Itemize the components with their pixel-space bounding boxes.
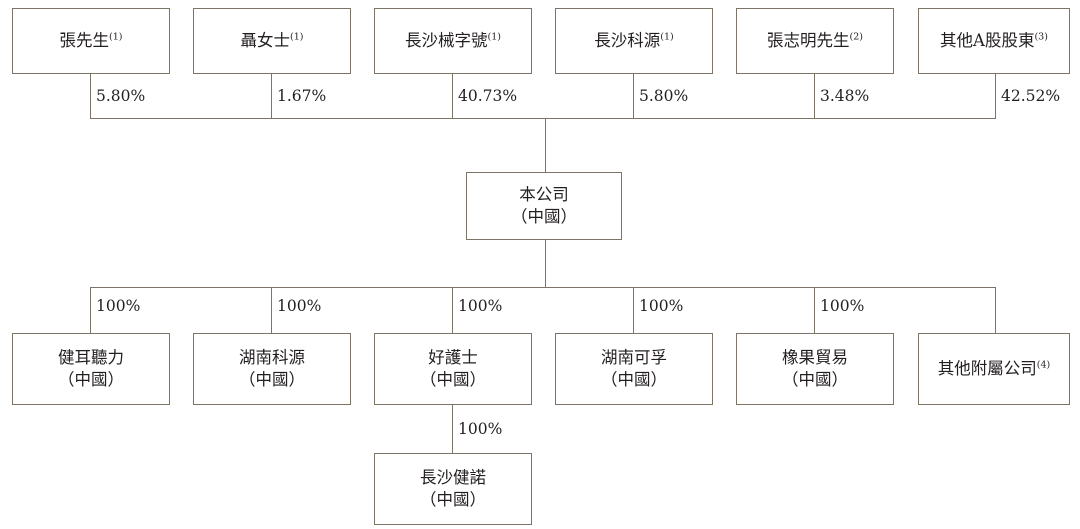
connector-stem-other-a-shares xyxy=(995,74,996,118)
connector-stem-changsha-keyuan xyxy=(633,74,634,118)
shareholder-box-other-a-shares: 其他A股股東(3) xyxy=(918,8,1070,74)
footnote-marker: (1) xyxy=(290,31,304,43)
subsidiary-jurisdiction: （中國） xyxy=(601,370,667,389)
shareholder-box-zhang-xiansheng: 張先生(1) xyxy=(12,8,170,74)
shareholder-box-changsha-xiezihao: 長沙械字號(1) xyxy=(374,8,532,74)
subsidiary-box-hunan-kefu: 湖南可孚 （中國） xyxy=(555,333,713,405)
stake-label-changsha-jiannuo: 100% xyxy=(458,420,503,438)
shareholder-label: 其他A股股東(3) xyxy=(940,31,1048,51)
subsidiary-name: 橡果貿易 xyxy=(782,348,848,368)
stake-label-haohushi: 100% xyxy=(458,297,503,315)
connector-stem-hunan-kefu xyxy=(633,287,634,333)
shareholder-box-changsha-keyuan: 長沙科源(1) xyxy=(555,8,713,74)
subsidiary-box-hunan-keyuan: 湖南科源 （中國） xyxy=(193,333,351,405)
company-name: 本公司 xyxy=(519,185,569,205)
footnote-marker: (1) xyxy=(109,31,123,43)
connector-stem-company-to-subsidiaries xyxy=(545,240,546,287)
connector-stem-other-subsidiaries xyxy=(995,287,996,333)
connector-stem-xiangguo-maoyi xyxy=(814,287,815,333)
shareholder-label: 長沙科源(1) xyxy=(594,31,674,51)
shareholder-box-nie-nvshi: 聶女士(1) xyxy=(193,8,351,74)
stake-label-changsha-xiezihao: 40.73% xyxy=(458,87,518,105)
subsidiary-jurisdiction: （中國） xyxy=(58,370,124,389)
connector-stem-nie-nvshi xyxy=(271,74,272,118)
connector-stem-to-company xyxy=(545,118,546,172)
connector-bus-shareholders xyxy=(90,118,996,119)
subsidiary-jurisdiction: （中國） xyxy=(239,370,305,389)
sub-subsidiary-jurisdiction: （中國） xyxy=(420,490,486,509)
subsidiary-name: 好護士 xyxy=(428,348,478,368)
subsidiary-box-haohushi: 好護士 （中國） xyxy=(374,333,532,405)
subsidiary-box-other-subsidiaries: 其他附屬公司(4) xyxy=(918,333,1070,405)
stake-label-jianer-tingli: 100% xyxy=(96,297,141,315)
footnote-marker: (1) xyxy=(487,31,501,43)
connector-stem-zhang-zhiming xyxy=(814,74,815,118)
subsidiary-label: 其他附屬公司(4) xyxy=(937,359,1051,379)
connector-stem-jianer-tingli xyxy=(90,287,91,333)
footnote-marker: (2) xyxy=(849,31,863,43)
company-jurisdiction: （中國） xyxy=(511,207,577,226)
shareholder-label: 長沙械字號(1) xyxy=(405,31,501,51)
connector-stem-haohushi-to-changsha-jiannuo xyxy=(452,405,453,453)
subsidiary-jurisdiction: （中國） xyxy=(782,370,848,389)
subsidiary-box-jianer-tingli: 健耳聽力 （中國） xyxy=(12,333,170,405)
stake-label-zhang-xiansheng: 5.80% xyxy=(96,87,146,105)
subsidiary-name: 健耳聽力 xyxy=(58,348,124,368)
company-box-the-company: 本公司 （中國） xyxy=(466,172,622,240)
subsidiary-jurisdiction: （中國） xyxy=(420,370,486,389)
stake-label-changsha-keyuan: 5.80% xyxy=(639,87,689,105)
connector-stem-hunan-keyuan xyxy=(271,287,272,333)
stake-label-nie-nvshi: 1.67% xyxy=(277,87,327,105)
stake-label-xiangguo-maoyi: 100% xyxy=(820,297,865,315)
sub-subsidiary-name: 長沙健諾 xyxy=(420,468,486,488)
subsidiary-name: 湖南科源 xyxy=(239,348,305,368)
stake-label-zhang-zhiming: 3.48% xyxy=(820,87,870,105)
stake-label-hunan-keyuan: 100% xyxy=(277,297,322,315)
connector-stem-zhang-xiansheng xyxy=(90,74,91,118)
stake-label-hunan-kefu: 100% xyxy=(639,297,684,315)
connector-stem-changsha-xiezihao xyxy=(452,74,453,118)
connector-bus-subsidiaries xyxy=(90,287,996,288)
subsidiary-name: 湖南可孚 xyxy=(601,348,667,368)
stake-label-other-a-shares: 42.52% xyxy=(1001,87,1061,105)
footnote-marker: (3) xyxy=(1034,31,1048,43)
subsidiary-box-xiangguo-maoyi: 橡果貿易 （中國） xyxy=(736,333,894,405)
shareholder-label: 張志明先生(2) xyxy=(767,31,863,51)
shareholder-label: 聶女士(1) xyxy=(240,31,304,51)
sub-subsidiary-box-changsha-jiannuo: 長沙健諾 （中國） xyxy=(374,453,532,525)
shareholder-label: 張先生(1) xyxy=(59,31,123,51)
footnote-marker: (1) xyxy=(660,31,674,43)
shareholder-box-zhang-zhiming: 張志明先生(2) xyxy=(736,8,894,74)
footnote-marker: (4) xyxy=(1036,359,1051,371)
connector-stem-haohushi xyxy=(452,287,453,333)
